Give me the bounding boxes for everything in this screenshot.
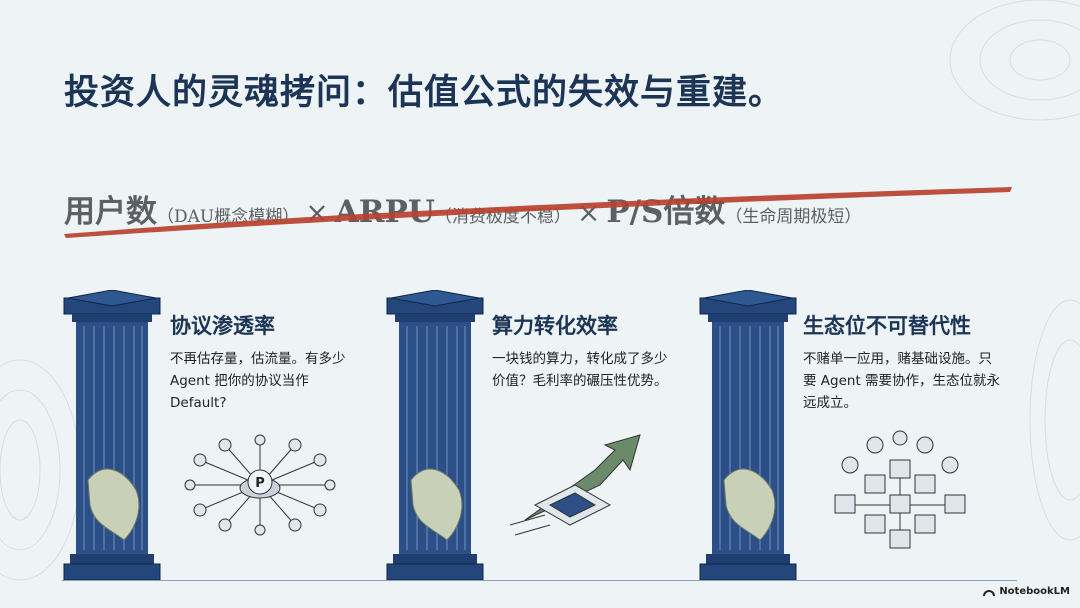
pillar-1 — [63, 290, 161, 581]
notebooklm-brand: NotebookLM — [983, 586, 1070, 597]
formula-note-users: （DAU概念模糊） — [157, 207, 300, 227]
pillar-2 — [386, 290, 484, 581]
card-heading-protocol-penetration: 协议渗透率 — [170, 313, 275, 338]
chip-arrow-icon — [509, 434, 641, 536]
card-body-protocol-penetration: 不再估存量，估流量。有多少 Agent 把你的协议当作 Default? — [170, 351, 346, 411]
formula-term-ps: P/S倍数 — [606, 194, 726, 230]
valuation-formula: 用户数（DAU概念模糊）×ARPU（消费极度不稳）×P/S倍数（生命周期极短） — [64, 186, 861, 231]
card-body-compute-efficiency: 一块钱的算力，转化成了多少价值？毛利率的碾压性优势。 — [492, 351, 668, 389]
pillar-3 — [699, 290, 797, 581]
formula-multiply: × — [576, 196, 601, 229]
card-heading-compute-efficiency: 算力转化效率 — [492, 313, 618, 338]
network-blocks-icon — [834, 430, 966, 549]
formula-term-arpu: ARPU — [334, 194, 435, 230]
formula-multiply: × — [305, 196, 329, 229]
notebooklm-logo-icon — [983, 589, 996, 596]
card-body-ecosystem-irreplaceability: 不赌单一应用，赌基础设施。只要 Agent 需要协作，生态位就永远成立。 — [803, 351, 1001, 411]
svg-text:P: P — [255, 476, 265, 491]
formula-term-users: 用户数 — [64, 194, 157, 230]
brand-label: NotebookLM — [999, 586, 1070, 597]
protocol-hub-icon: P — [184, 434, 336, 536]
card-heading-ecosystem-irreplaceability: 生态位不可替代性 — [803, 313, 971, 338]
page-title: 投资人的灵魂拷问：估值公式的失效与重建。 — [64, 72, 785, 113]
formula-note-ps: （生命周期极短） — [725, 207, 862, 227]
bottom-divider — [62, 580, 1017, 581]
formula-note-arpu: （消费极度不稳） — [434, 207, 571, 227]
